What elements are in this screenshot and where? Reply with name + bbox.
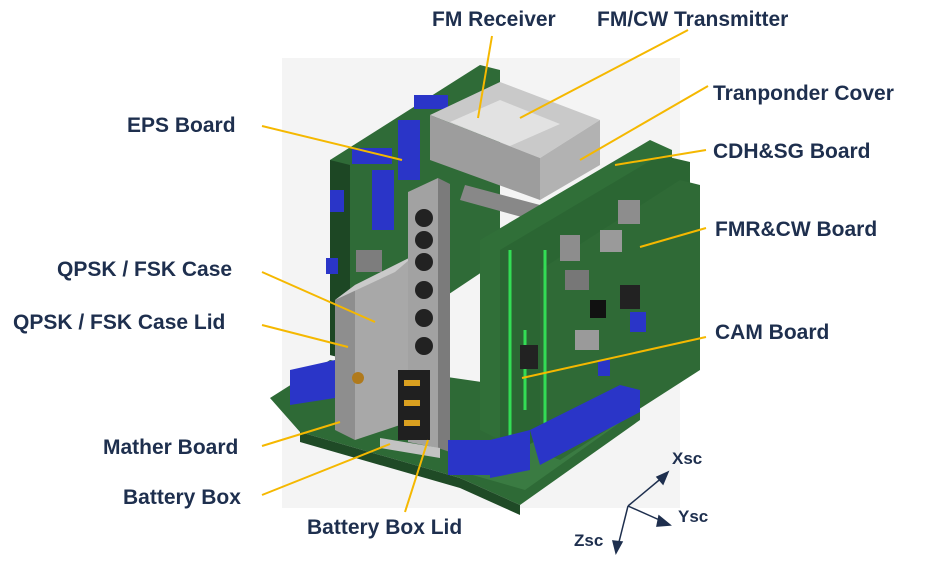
battery-box-shape bbox=[380, 178, 450, 458]
label-transponder-cover: Tranponder Cover bbox=[713, 82, 894, 105]
label-mather-board: Mather Board bbox=[103, 436, 239, 459]
label-fm-cw-transmitter: FM/CW Transmitter bbox=[597, 8, 789, 31]
coordinate-axes bbox=[612, 470, 672, 556]
z-axis-arrow bbox=[617, 505, 629, 547]
left-connector-shape bbox=[290, 360, 335, 405]
leader-cdh-sg-board bbox=[614, 149, 707, 166]
leader-eps-board bbox=[261, 125, 403, 161]
leader-battery-box-lid bbox=[404, 439, 429, 513]
axis-label-x: Xsc bbox=[672, 449, 703, 468]
x-axis-arrow bbox=[627, 475, 665, 507]
z-axis-arrowhead bbox=[612, 540, 624, 556]
leader-cam-board bbox=[521, 336, 707, 379]
axis-label-y: Ysc bbox=[678, 507, 709, 526]
leader-transponder-cover bbox=[579, 85, 709, 161]
leader-fm-receiver bbox=[477, 35, 493, 119]
leader-fm-cw-transmitter bbox=[519, 29, 689, 119]
label-qpsk-fsk-case-lid: QPSK / FSK Case Lid bbox=[13, 311, 226, 334]
label-fm-receiver: FM Receiver bbox=[432, 8, 556, 31]
label-cam-board: CAM Board bbox=[715, 321, 830, 344]
label-battery-box-lid: Battery Box Lid bbox=[307, 516, 463, 539]
leader-lines bbox=[261, 29, 709, 513]
leader-mather-board bbox=[261, 421, 341, 447]
label-qpsk-fsk-case: QPSK / FSK Case bbox=[57, 258, 233, 281]
x-axis-arrowhead bbox=[655, 470, 670, 486]
leader-battery-box bbox=[261, 443, 391, 496]
right-boards-shape bbox=[448, 140, 700, 478]
axis-label-z: Zsc bbox=[574, 531, 604, 550]
label-eps-board: EPS Board bbox=[127, 114, 236, 137]
leader-fmr-cw-board bbox=[639, 227, 707, 248]
y-axis-arrowhead bbox=[656, 514, 672, 527]
transponder-shape bbox=[430, 82, 605, 222]
leader-qpsk-fsk-case-lid bbox=[261, 324, 349, 348]
label-battery-box: Battery Box bbox=[123, 486, 241, 509]
label-cdh-sg-board: CDH&SG Board bbox=[713, 140, 871, 163]
label-fmr-cw-board: FMR&CW Board bbox=[715, 218, 878, 241]
leader-qpsk-fsk-case bbox=[261, 271, 376, 323]
